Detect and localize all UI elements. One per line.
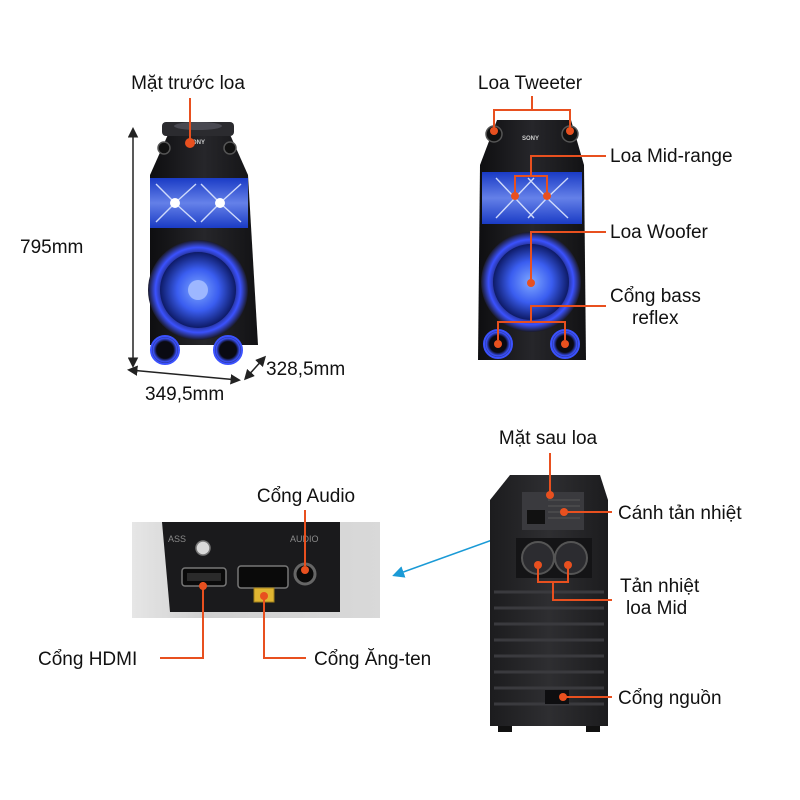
- front-brand-text: SONY: [188, 140, 205, 146]
- back-speaker: [490, 475, 608, 732]
- front-view-label: Mặt trước loa: [131, 73, 245, 94]
- antenna-port-label: Cổng Ăng-ten: [314, 649, 431, 670]
- hdmi-port-label: Cổng HDMI: [38, 649, 137, 670]
- height-dimension-label: 795mm: [20, 237, 83, 258]
- heatsink-label: Cánh tản nhiệt: [618, 503, 742, 524]
- front-speaker: SONY: [148, 122, 258, 365]
- bass-reflex-label-line1: Cổng bass: [610, 286, 701, 307]
- woofer-label: Loa Woofer: [610, 222, 709, 243]
- midrange-label: Loa Mid-range: [610, 146, 733, 167]
- port-callout-dots: [199, 566, 309, 600]
- bass-reflex-label-line2: reflex: [632, 308, 679, 329]
- front-callout-dot: [185, 138, 195, 148]
- power-port-label: Cổng nguồn: [618, 688, 722, 709]
- tweeter-label: Loa Tweeter: [478, 73, 583, 94]
- back-view-label: Mặt sau loa: [499, 428, 598, 449]
- driver-brand-text: SONY: [522, 136, 539, 142]
- back-callouts: [537, 453, 612, 698]
- port-callouts: [160, 510, 306, 659]
- width-dimension-label: 349,5mm: [145, 384, 224, 405]
- mid-heatsink-label-line1: Tản nhiệt: [620, 576, 700, 597]
- back-callout-dots: [534, 491, 572, 701]
- driver-callouts: [493, 96, 606, 340]
- svg-text:ASS: ASS: [168, 534, 186, 544]
- width-dimension-arrow: [127, 365, 241, 385]
- driver-callout-dots: [490, 127, 574, 348]
- audio-port-label: Cổng Audio: [257, 486, 355, 507]
- depth-dimension-arrow: [243, 355, 267, 381]
- mid-heatsink-label-line2: loa Mid: [626, 598, 687, 619]
- depth-dimension-label: 328,5mm: [266, 359, 345, 380]
- port-panel-photo: ASS AUDIO: [132, 522, 380, 618]
